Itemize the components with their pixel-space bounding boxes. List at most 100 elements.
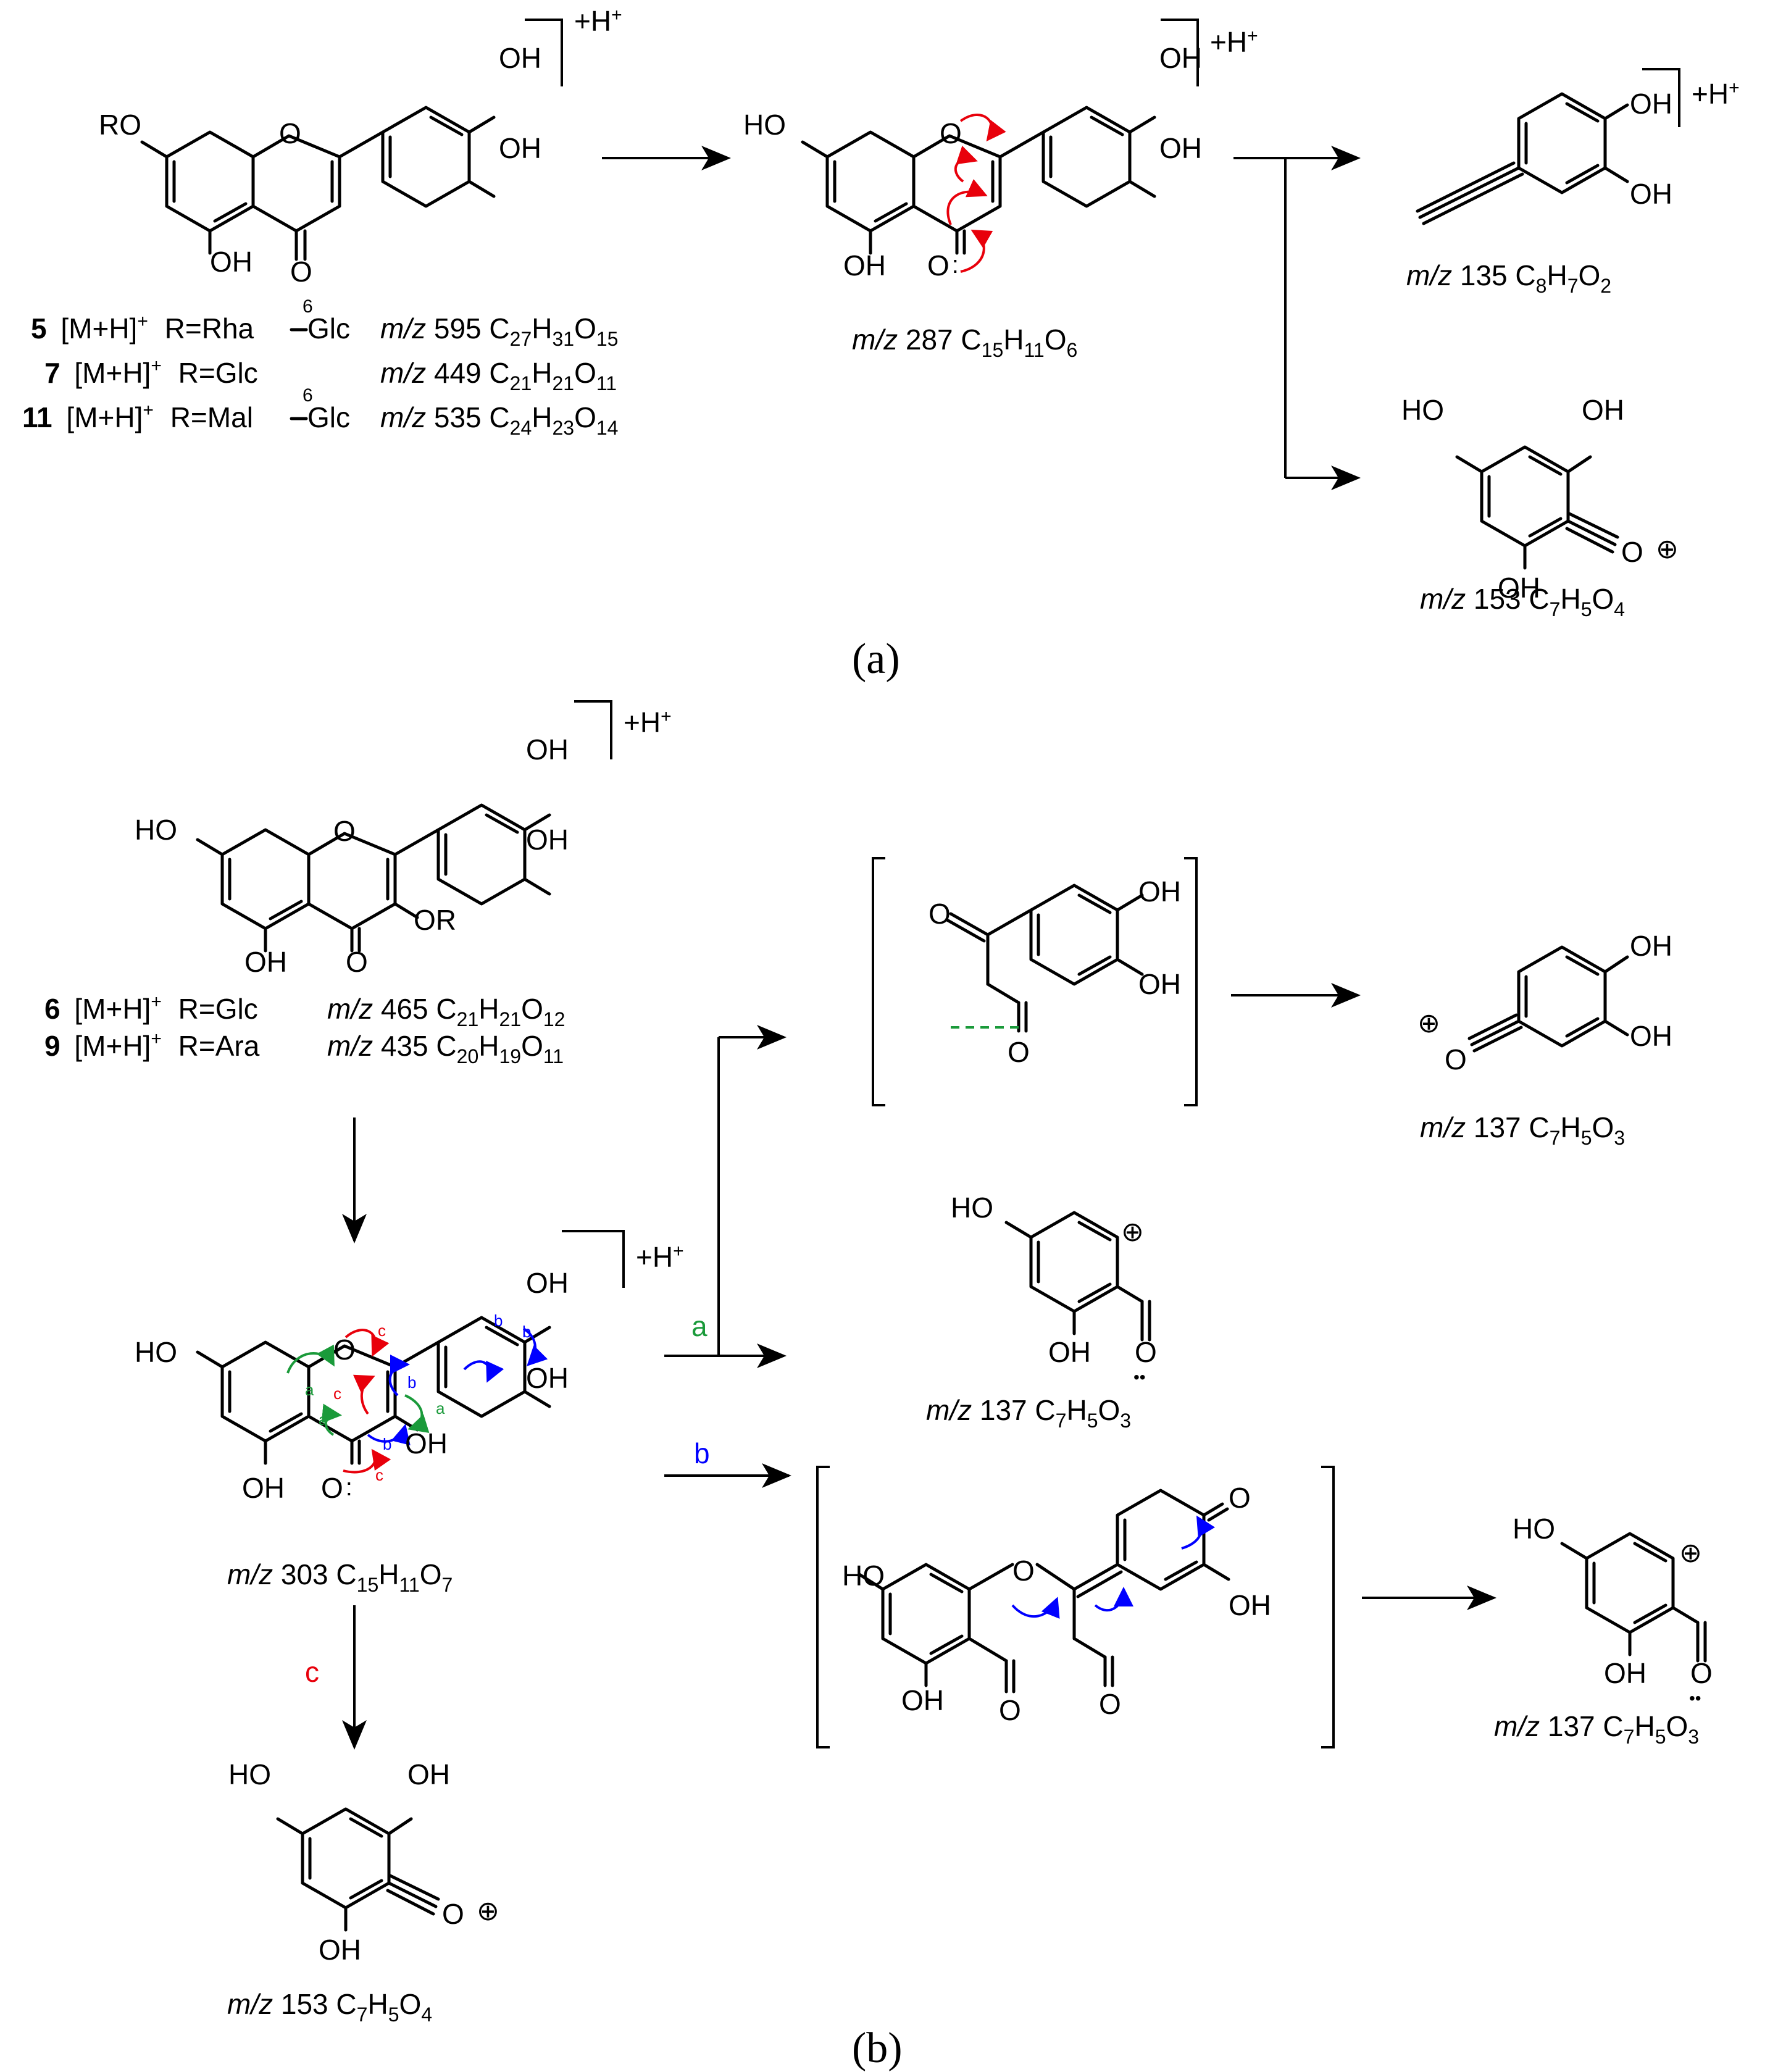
product-137-bottom-bonds — [1560, 1532, 1707, 1663]
product-135-3oh: OH — [1630, 178, 1672, 210]
intermediate-303-green-arrows — [286, 1344, 430, 1436]
panel-a-sublabel: (a) — [852, 635, 900, 683]
compound-5-mz: m/z 595 C27H31O15​ — [380, 312, 618, 350]
product-137-bottom-oh: OH — [1604, 1657, 1647, 1689]
route-b-intermediate-aldehyde-o1: O — [999, 1694, 1021, 1726]
precursor-b-5oh: OH — [244, 946, 287, 978]
intermediate-287-ring-oxygen: O — [940, 117, 962, 149]
route-b-intermediate-blue-arrows — [1011, 1515, 1216, 1619]
route-c-label: c — [305, 1656, 319, 1688]
intermediate-287-bonds — [801, 106, 1156, 255]
intermediate-287-caption: m/z 287 C15H11O6​ — [852, 324, 1077, 361]
route-a-intermediate-3oh: OH — [1138, 968, 1181, 1000]
intermediate-303: c c c b b b b a a a HO O OH O: OH OH OH … — [135, 1230, 684, 1596]
intermediate-287-7oh: HO — [743, 109, 786, 141]
intermediate-303-charge: +H+ — [636, 1241, 684, 1273]
product-135: OH OH +H+ m/z 135 C8H7O2​ — [1406, 68, 1740, 297]
route-b-intermediate-ether-o: O — [1012, 1555, 1035, 1587]
product-137-middle-charge: ⊕ — [1121, 1217, 1144, 1247]
product-153-a-caption: m/z 153 C7H5O4​ — [1420, 583, 1625, 620]
compound-11-link-position: 6 — [303, 385, 313, 406]
compound-5-link-position: 6 — [303, 296, 313, 317]
product-153-b: HO OH OH O ⊕ m/z 153 C7H5O4​ — [227, 1758, 499, 2026]
product-153-b-oxygen: O — [442, 1898, 464, 1930]
letter-a-3: a — [319, 1410, 328, 1429]
product-137-top: ⊕ O OH OH m/z 137 C7H5O3​ — [1417, 930, 1672, 1149]
letter-a-1: a — [305, 1381, 314, 1399]
precursor-b-or: OR — [414, 904, 456, 936]
intermediate-303-bonds — [196, 1316, 551, 1465]
route-a-intermediate-aldehyde-o: O — [1008, 1036, 1030, 1068]
intermediate-303-7oh: HO — [135, 1336, 177, 1368]
panel-a-branch-arrows — [1233, 146, 1361, 490]
precursor-a-carbonyl-o: O — [290, 256, 312, 288]
intermediate-303-3prime-oh: OH — [526, 1362, 569, 1394]
intermediate-287-carbonyl-o: O: — [927, 249, 959, 282]
route-b-intermediate-ho: HO — [842, 1560, 885, 1592]
compound-11-label: 11 [M+H]+ R=Mal — [22, 390, 253, 433]
compound-5-link: Glc — [307, 312, 350, 345]
precursor-b-7oh: HO — [135, 814, 177, 846]
product-153-b-charge: ⊕ — [477, 1896, 499, 1926]
precursor-flavone-a-bonds — [140, 106, 496, 261]
product-137-bottom-oxygen: O — [1690, 1657, 1713, 1689]
intermediate-303-bracket — [562, 1230, 625, 1288]
precursor-b-4oh: OH — [526, 733, 569, 766]
intermediate-287-red-arrows — [946, 114, 1006, 273]
precursor-flavonol-b: HO O OH O OR OH OH +H+ — [135, 700, 672, 978]
product-137-top-oxygen: O — [1445, 1043, 1467, 1076]
intermediate-287-charge: +H+ — [1210, 26, 1258, 58]
product-137-bottom-charge: ⊕ — [1679, 1538, 1702, 1568]
letter-b-4: b — [383, 1435, 391, 1453]
compound-9-mz: m/z 435 C20H19O11​ — [327, 1030, 564, 1067]
precursor-a-5oh: OH — [210, 246, 253, 278]
product-137-top-3oh: OH — [1630, 1020, 1672, 1052]
product-135-caption: m/z 135 C8H7O2​ — [1406, 259, 1611, 297]
intermediate-303-caption: m/z 303 C15H11O7​ — [227, 1558, 453, 1596]
intermediate-287-bracket — [1161, 19, 1199, 86]
precursor-b-ring-oxygen: O — [333, 815, 356, 847]
route-b-intermediate-aldehyde-o2: O — [1099, 1688, 1121, 1720]
intermediate-287: HO O OH O: OH OH +H+ m/z 287 C15H11O6​ — [743, 19, 1258, 361]
compound-5-label: 5 [M+H]+ R=Rha — [31, 301, 254, 345]
route-a-bracket-left — [872, 857, 885, 1106]
compound-7-mz: m/z 449 C21H21O11​ — [380, 357, 617, 395]
product-137-top-charge: ⊕ — [1417, 1008, 1440, 1038]
product-153-b-ho: HO — [228, 1758, 271, 1790]
product-137-middle-oxygen: O — [1135, 1336, 1157, 1368]
product-153-b-oh-bottom: OH — [319, 1934, 361, 1966]
route-b-intermediate-bonds — [858, 1489, 1230, 1694]
product-135-charge: +H+ — [1692, 78, 1740, 110]
product-153-b-bonds — [276, 1807, 440, 1932]
route-b-label: b — [694, 1437, 710, 1469]
precursor-b-3oh: OH — [526, 824, 569, 856]
route-a-intermediate-bonds — [945, 884, 1144, 1033]
product-137-top-4oh: OH — [1630, 930, 1672, 962]
compound-6-label: 6 [M+H]+ R=Glc — [44, 982, 258, 1025]
panel-b-route-arrows: a b c — [305, 1025, 791, 1750]
product-137-middle-caption: m/z 137 C7H5O3​ — [926, 1394, 1131, 1432]
route-b-bracket-right — [1321, 1466, 1335, 1748]
product-137-middle-ho: HO — [951, 1192, 993, 1224]
product-135-bonds — [1416, 92, 1629, 225]
intermediate-303-5oh: OH — [242, 1472, 285, 1504]
product-137-middle-oh: OH — [1048, 1336, 1091, 1368]
product-153-a: HO OH OH O ⊕ m/z 153 C7H5O4​ — [1401, 394, 1679, 620]
letter-b-1: b — [494, 1311, 503, 1330]
route-b-bracketed-intermediate: HO OH O O O O OH — [816, 1466, 1335, 1748]
intermediate-303-carbonyl-o: O: — [321, 1472, 353, 1504]
product-153-b-caption: m/z 153 C7H5O4​ — [227, 1988, 432, 2026]
intermediate-303-ring-oxygen: O — [333, 1334, 356, 1366]
precursor-a-ro-label: RO — [99, 109, 141, 141]
product-137-top-caption: m/z 137 C7H5O3​ — [1420, 1111, 1625, 1149]
compound-11-mz: m/z 535 C24H23O14​ — [380, 401, 618, 439]
precursor-a-ring-oxygen: O — [279, 117, 301, 149]
route-a-bracketed-intermediate: O O OH OH — [872, 857, 1198, 1106]
product-137-bottom-lone-pair: •• — [1689, 1689, 1701, 1708]
product-137-bottom: HO ⊕ OH O •• m/z 137 C7H5O3​ — [1494, 1513, 1713, 1748]
precursor-a-bracket — [525, 19, 563, 86]
product-135-4oh: OH — [1630, 88, 1672, 120]
precursor-a-4oh: OH — [499, 42, 541, 74]
route-b-bracket-left — [816, 1466, 830, 1748]
